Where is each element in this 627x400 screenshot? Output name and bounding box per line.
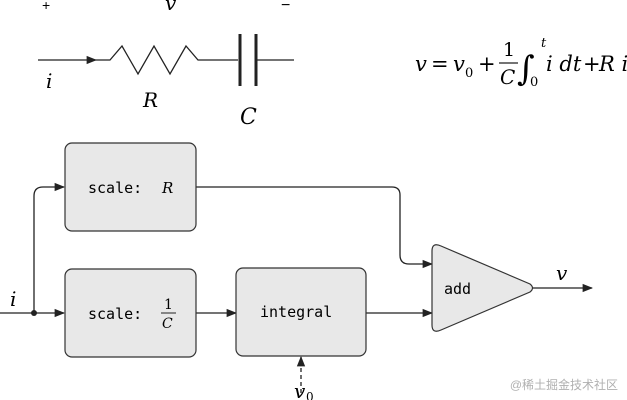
eq-v0-sub: 0 — [465, 66, 473, 81]
scale-c-den: C — [162, 316, 173, 332]
integral-label: integral — [260, 303, 332, 321]
voltage-label: v — [165, 0, 177, 15]
scale-r-param: R — [161, 179, 173, 197]
output-signal-label: v — [556, 261, 568, 285]
scale-c-num: 1 — [164, 297, 173, 313]
scale-r-prefix: scale: — [88, 179, 142, 197]
resistor-label: R — [142, 88, 158, 112]
input-signal-label: i — [10, 287, 16, 311]
watermark: @稀土掘金技术社区 — [510, 377, 618, 392]
scale-r-to-add-wire — [196, 186, 434, 269]
scale-c-block[interactable] — [64, 268, 197, 358]
eq-v0: v — [453, 52, 465, 76]
eq-lhs: v — [415, 52, 427, 76]
branch-wire — [33, 182, 66, 313]
scale-r-block[interactable] — [64, 142, 197, 232]
current-label: i — [46, 69, 52, 93]
eq-integral-sign: ∫ — [517, 49, 535, 89]
eq-plus-2: + — [583, 52, 601, 76]
initial-value-sub: 0 — [306, 390, 314, 400]
initial-value-label: v — [294, 379, 306, 400]
eq-plus-1: + — [478, 52, 496, 76]
add-label: add — [444, 280, 471, 298]
eq-frac-den: C — [500, 65, 515, 89]
equation: v = v 0 + 1 C ∫ t 0 i dt + R i — [415, 36, 627, 90]
eq-integrand: i dt — [546, 52, 582, 76]
circuit-schematic: + v − i R C — [38, 0, 294, 130]
plus-sign: + — [42, 0, 50, 13]
scale-c-prefix: scale: — [88, 305, 142, 323]
integral-block[interactable] — [235, 267, 367, 357]
eq-equals: = — [431, 52, 449, 76]
eq-int-lower: 0 — [530, 75, 538, 90]
resistor-symbol — [96, 44, 238, 76]
junction-dot — [31, 310, 37, 316]
eq-tail: R i — [598, 52, 627, 76]
minus-sign: − — [281, 0, 290, 14]
capacitor-label: C — [240, 105, 257, 130]
eq-frac-num: 1 — [503, 39, 515, 61]
add-block[interactable] — [431, 244, 534, 332]
block-diagram: scale: R scale: 1 C integral add i v v 0 — [0, 142, 594, 400]
eq-int-upper: t — [541, 36, 547, 51]
